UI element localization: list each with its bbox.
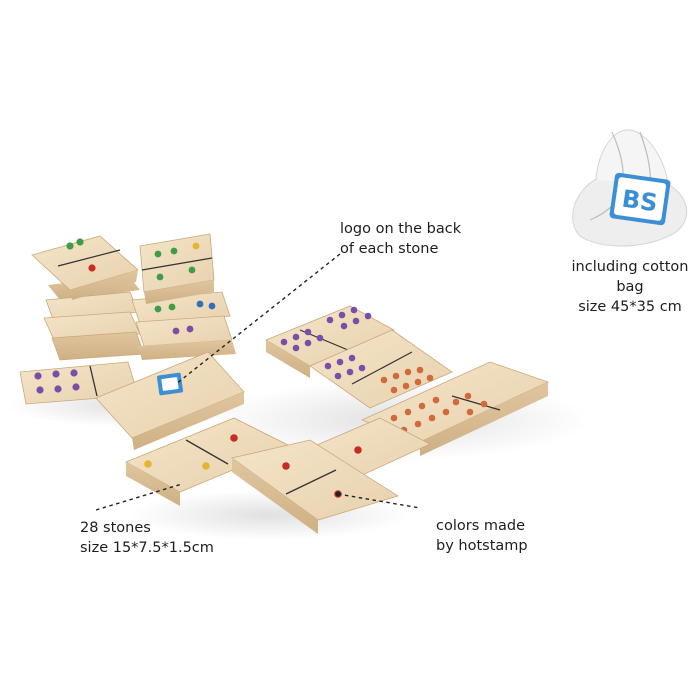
domino-pip	[156, 273, 164, 281]
domino-side	[144, 280, 214, 304]
caption-bag: including cotton bag size 45*35 cm	[563, 257, 697, 317]
caption-colors: colors made by hotstamp	[436, 516, 528, 556]
domino-stack	[19, 233, 245, 450]
domino-pip	[154, 250, 162, 258]
caption-line: 28 stones	[80, 520, 151, 536]
leader-lines	[95, 253, 421, 511]
domino-divider	[351, 351, 413, 385]
domino-pip	[196, 300, 204, 308]
domino-side	[132, 392, 244, 450]
domino-pip	[54, 385, 62, 393]
domino-pip	[70, 369, 78, 377]
caption-line: bag	[616, 279, 644, 295]
domino-pip	[72, 383, 80, 391]
domino-pip	[154, 305, 162, 313]
bag-logo-text: BS	[620, 185, 659, 218]
caption-stones: 28 stones size 15*7.5*1.5cm	[80, 518, 214, 558]
domino-pip	[88, 264, 96, 272]
domino-side	[70, 270, 138, 300]
domino-pip	[66, 242, 74, 250]
purple-pips	[324, 354, 366, 380]
caption-line: including cotton	[571, 259, 689, 275]
bs-logo-inner	[161, 377, 179, 391]
stones-leader	[95, 483, 183, 511]
domino-divider	[185, 439, 229, 465]
domino-divider	[57, 249, 121, 267]
domino-pip	[168, 303, 176, 311]
domino-pip	[36, 386, 44, 394]
red-orange-pips	[390, 392, 488, 434]
domino-divider	[285, 469, 337, 495]
domino-pip	[188, 266, 196, 274]
orange-pips	[380, 366, 434, 394]
caption-logo: logo on the back of each stone	[340, 219, 461, 259]
domino-divider	[451, 395, 501, 411]
domino-pip	[282, 462, 290, 470]
caption-line: colors made	[436, 518, 526, 534]
domino-pip	[172, 327, 180, 335]
domino-side	[232, 458, 318, 534]
caption-line: logo on the back	[340, 221, 462, 237]
domino-side	[126, 462, 180, 506]
purple-pips	[280, 306, 372, 352]
domino-pip	[354, 446, 362, 454]
domino-pip	[186, 325, 194, 333]
domino-divider	[89, 365, 98, 397]
domino-pip	[76, 238, 84, 246]
domino-pip	[202, 462, 210, 470]
domino-divider	[141, 257, 213, 271]
caption-line: size 45*35 cm	[578, 299, 682, 315]
caption-line: of each stone	[340, 241, 439, 257]
domino-pip	[144, 460, 152, 468]
cotton-bag: BS	[572, 129, 688, 247]
caption-line: by hotstamp	[436, 538, 528, 554]
domino-side	[266, 340, 310, 378]
caption-line: size 15*7.5*1.5cm	[80, 540, 214, 556]
domino-pip	[230, 434, 238, 442]
domino-layout	[125, 305, 550, 534]
leader-dot	[335, 491, 341, 497]
bag-logo-inner	[613, 177, 667, 221]
domino-pip	[170, 247, 178, 255]
domino-pip	[34, 372, 42, 380]
domino-pip	[52, 370, 60, 378]
domino-side	[420, 382, 548, 456]
domino-pip	[208, 302, 216, 310]
domino-pip	[192, 242, 200, 250]
